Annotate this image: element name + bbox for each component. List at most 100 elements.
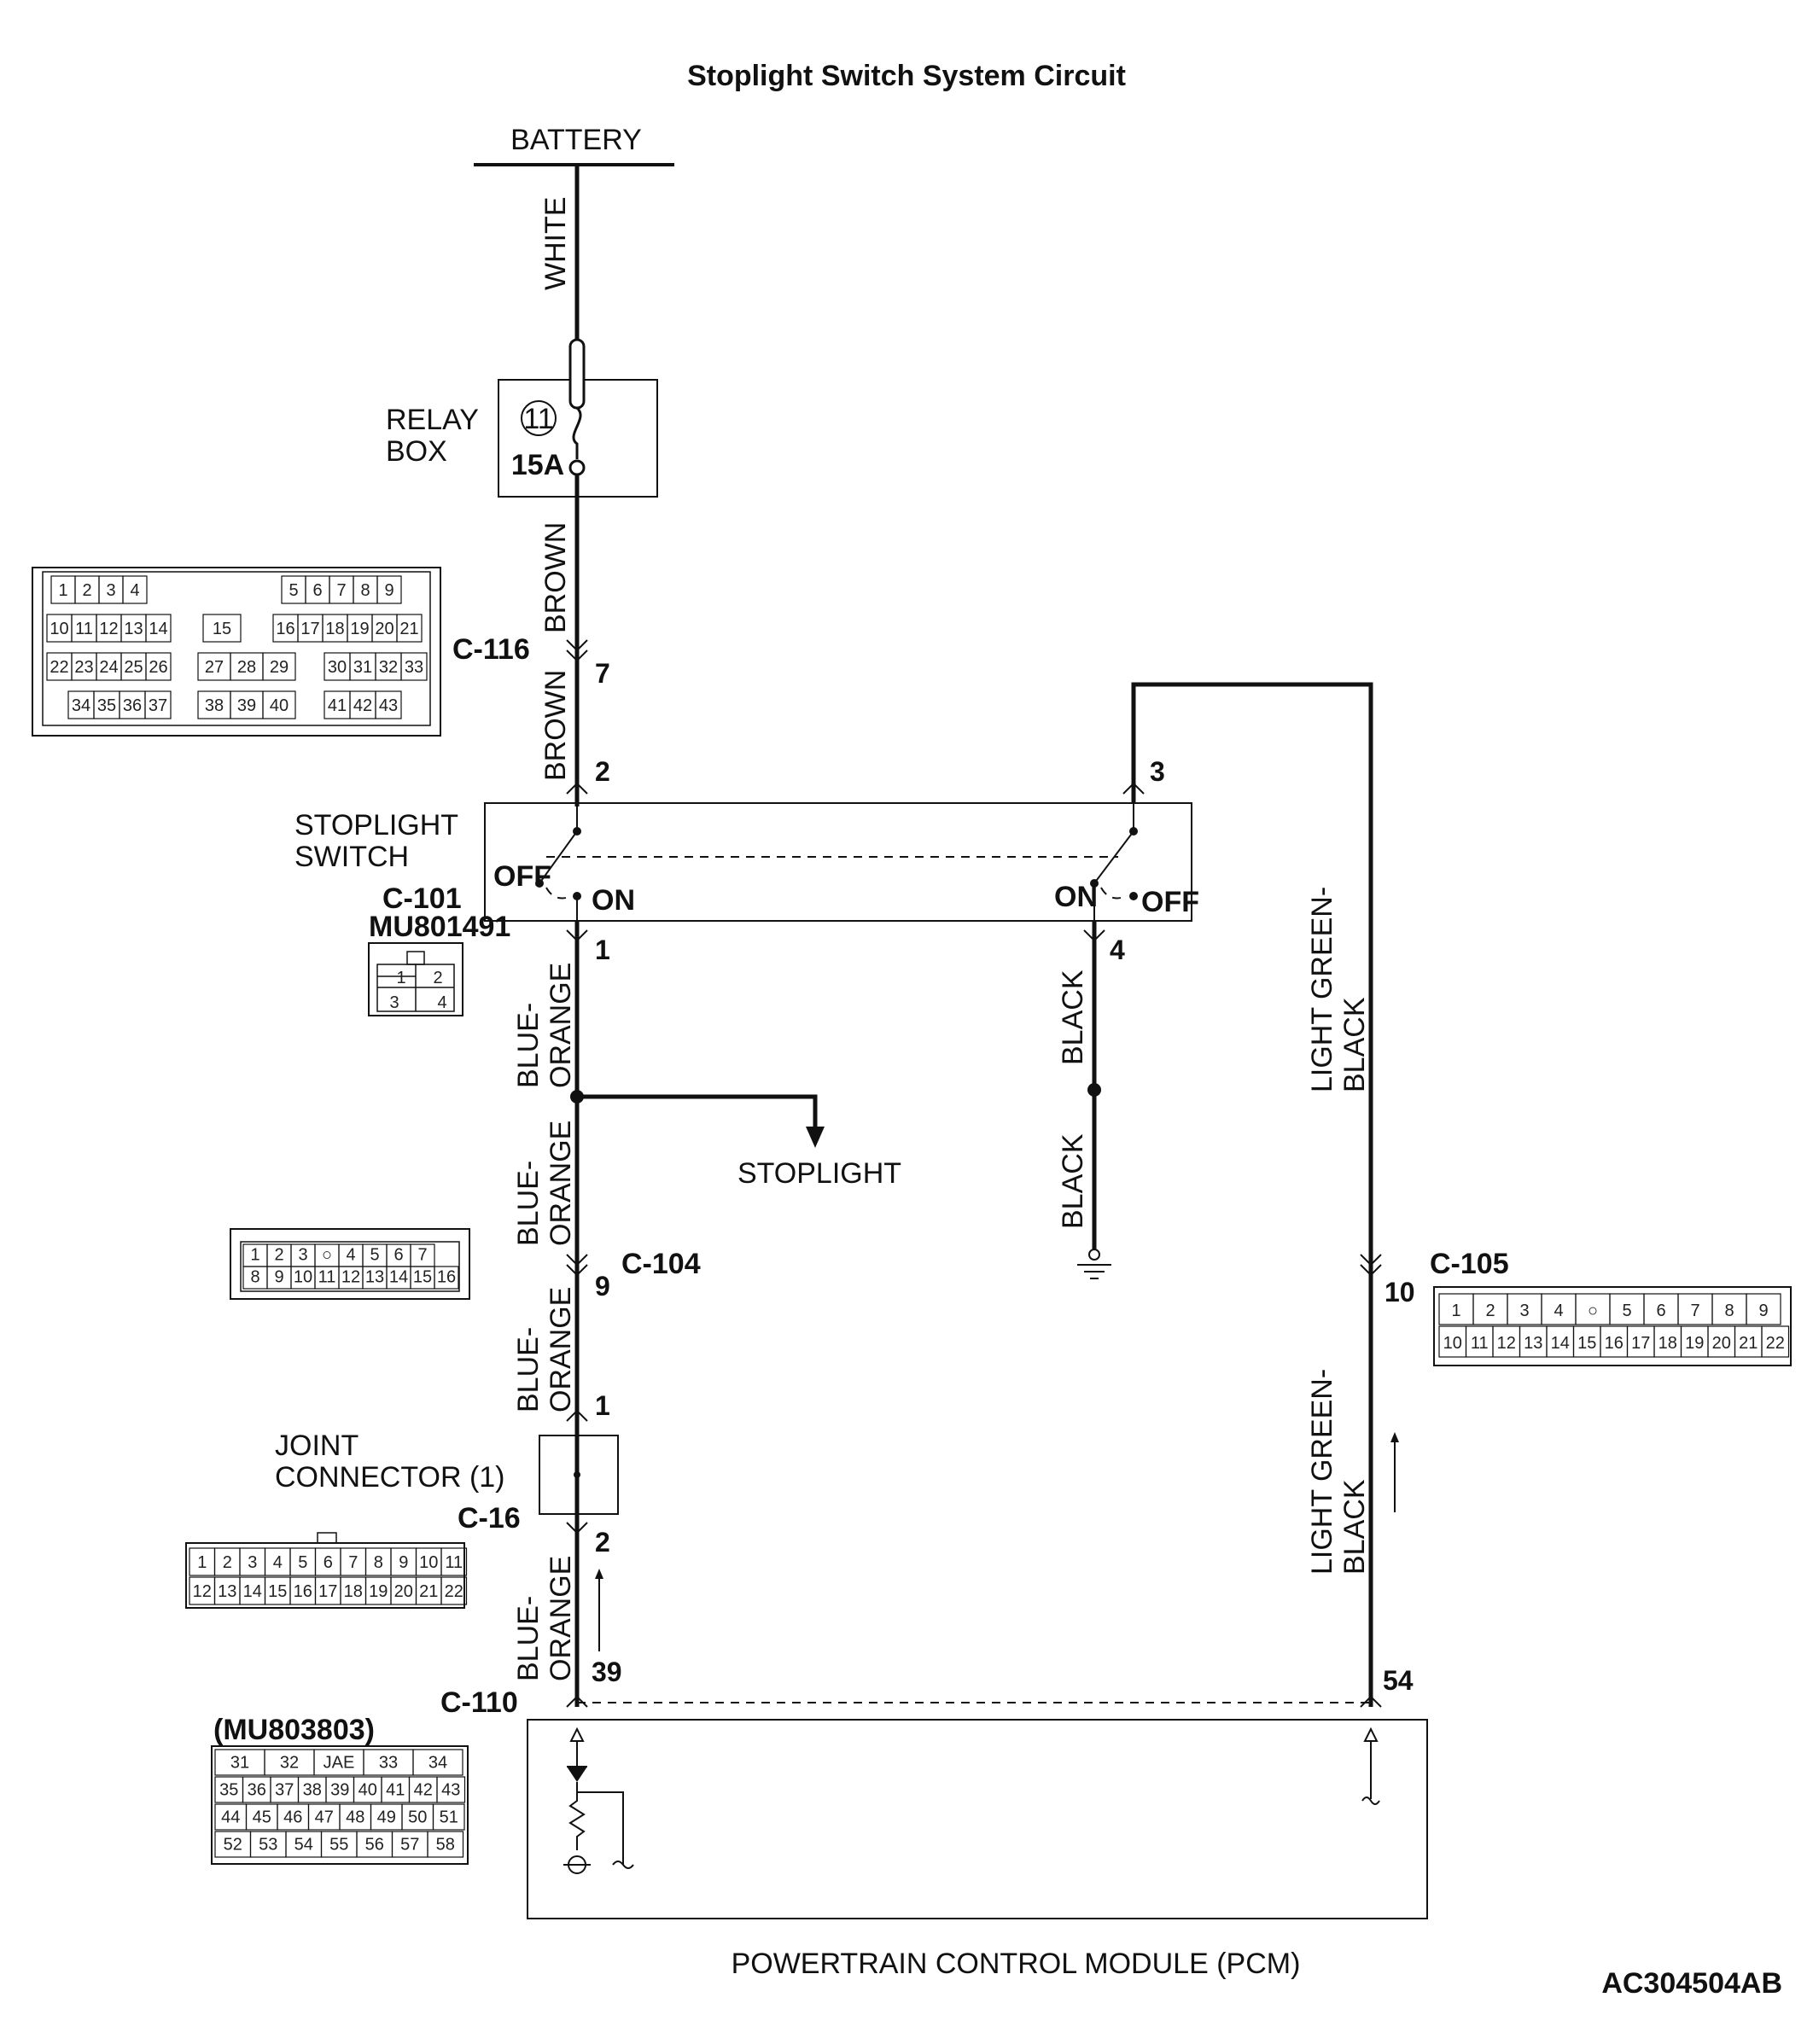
connector-pin-number: 45 — [253, 1808, 271, 1827]
connector-pin-number: 15 — [268, 1582, 287, 1601]
connector-pin-number: 7 — [1690, 1302, 1699, 1320]
connector-pin-number: 48 — [346, 1808, 364, 1827]
connector-pin-number: 57 — [400, 1836, 419, 1855]
connector-pin-number: 10 — [1443, 1334, 1462, 1353]
pin-7: 7 — [595, 658, 610, 689]
connector-pin-number: 44 — [221, 1808, 240, 1827]
connector-cavity — [1746, 1293, 1781, 1325]
connector-pin-number: 40 — [270, 696, 289, 715]
pcm-box — [527, 1719, 1428, 1919]
connector-cavity — [400, 652, 428, 681]
wire-label-bo-1a: BLUE- — [512, 1003, 545, 1088]
connector-pin-number: 37 — [275, 1781, 294, 1800]
connector-pin-number: 6 — [1656, 1302, 1665, 1320]
pin-54: 54 — [1383, 1665, 1414, 1696]
connector-pin-number: 58 — [436, 1836, 455, 1855]
pin-39: 39 — [592, 1657, 622, 1687]
connector-pin-number: 21 — [399, 620, 418, 638]
connector-pin-number: 14 — [1551, 1334, 1570, 1353]
connector-pin-number: 3 — [1519, 1302, 1529, 1320]
connector-pin-number: 11 — [1471, 1334, 1489, 1353]
fuse-terminal — [568, 459, 586, 476]
connector-cavity — [1761, 1325, 1790, 1358]
connector-pin-number: 7 — [417, 1246, 427, 1265]
svg-text:1: 1 — [396, 969, 405, 987]
connector-pin-number: 17 — [318, 1582, 337, 1601]
figure-code: AC304504AB — [1601, 1967, 1782, 2000]
switch-left-blade — [539, 830, 578, 884]
connector-cavity — [432, 1803, 465, 1831]
connector-cavity — [145, 652, 172, 681]
pcm-input-circuit-left — [563, 1727, 634, 1874]
c104-label: C-104 — [621, 1248, 701, 1280]
connector-pin-number: 9 — [384, 581, 393, 600]
connector-pin-number: 38 — [303, 1781, 322, 1800]
connector-pin-number: 22 — [50, 658, 68, 677]
c116-label: C-116 — [452, 633, 530, 666]
switch-right-on: ON — [1054, 881, 1098, 913]
connector-pin-number: 2 — [274, 1246, 283, 1265]
joint-dot — [574, 1471, 580, 1478]
connector-pin-number: 33 — [379, 1754, 398, 1773]
joint-pin2-chevron — [566, 1522, 588, 1534]
connector-pin-number: 34 — [72, 696, 90, 715]
wire-label-brown-1: BROWN — [539, 522, 572, 633]
pin-4: 4 — [1110, 935, 1125, 965]
connector-pin-number: 32 — [379, 658, 398, 677]
switch-left-on: ON — [592, 884, 635, 917]
relay-box-label-2: BOX — [386, 435, 447, 468]
current-arrow-left-head — [595, 1569, 603, 1579]
connector-pin-number: 11 — [75, 620, 93, 638]
pin-2: 2 — [595, 756, 610, 787]
connector-pin-number: 6 — [312, 581, 322, 600]
switch-right-off: OFF — [1141, 886, 1199, 918]
connector-pin-number: 16 — [294, 1582, 312, 1601]
fuse-rating: 15A — [511, 449, 564, 481]
switch-pin2-arrow — [566, 782, 588, 795]
connector-pin-number: 12 — [99, 620, 118, 638]
connector-pin-number: 12 — [193, 1582, 212, 1601]
connector-pin-number: 10 — [294, 1268, 312, 1287]
connector-cavity — [440, 1547, 468, 1576]
connector-cavity — [376, 575, 402, 604]
connector-pin-number: 2 — [82, 581, 91, 600]
connector-pin-number: 25 — [124, 658, 143, 677]
c105-chevron — [1360, 1254, 1382, 1277]
connector-pin-number: 16 — [437, 1268, 456, 1287]
c105-label: C-105 — [1430, 1248, 1509, 1280]
connector-pin-number: 1 — [1451, 1302, 1460, 1320]
connector-cavity — [436, 1776, 466, 1803]
wire-label-bo-3a: BLUE- — [512, 1327, 545, 1412]
connector-pin-number: 5 — [298, 1553, 307, 1572]
wire-label-bo-2a: BLUE- — [512, 1161, 545, 1246]
wire-label-bo-2b: ORANGE — [545, 1121, 577, 1246]
joint-label-1: JOINT — [275, 1430, 359, 1462]
connector-pin-number: 2 — [223, 1553, 232, 1572]
svg-text:3: 3 — [389, 993, 399, 1012]
switch-left-off: OFF — [493, 860, 551, 893]
c110-part: (MU803803) — [213, 1714, 375, 1746]
connector-pin-number: 9 — [274, 1268, 283, 1287]
connector-pin-number: 4 — [130, 581, 139, 600]
connector-pin-number: 14 — [149, 620, 167, 638]
switch-left-contact-off — [535, 879, 544, 888]
switch-left-travel — [545, 887, 573, 900]
stoplight-arrow — [806, 1127, 825, 1148]
pin3-arrow — [1122, 782, 1145, 795]
wire-label-lg-1a: LIGHT GREEN- — [1306, 887, 1338, 1092]
connector-pin-number: 23 — [74, 658, 93, 677]
fuse-holder — [568, 338, 586, 410]
connector-pin-number: 5 — [370, 1246, 379, 1265]
connector-pin-number: 22 — [1766, 1334, 1785, 1353]
connector-pin-number: 4 — [346, 1246, 355, 1265]
connector-pin-number: 1 — [250, 1246, 259, 1265]
fuse-number-circle — [521, 400, 557, 436]
connector-pin-number: 12 — [1497, 1334, 1516, 1353]
connector-pin-number: 49 — [377, 1808, 396, 1827]
connector-cavity — [262, 652, 296, 681]
c110-label: C-110 — [440, 1686, 518, 1719]
connector-pin-number: 17 — [1631, 1334, 1650, 1353]
connector-pin-number: 5 — [1622, 1302, 1631, 1320]
connector-pin-number: 1 — [197, 1553, 207, 1572]
pcm-label: POWERTRAIN CONTROL MODULE (PCM) — [732, 1948, 1301, 1980]
